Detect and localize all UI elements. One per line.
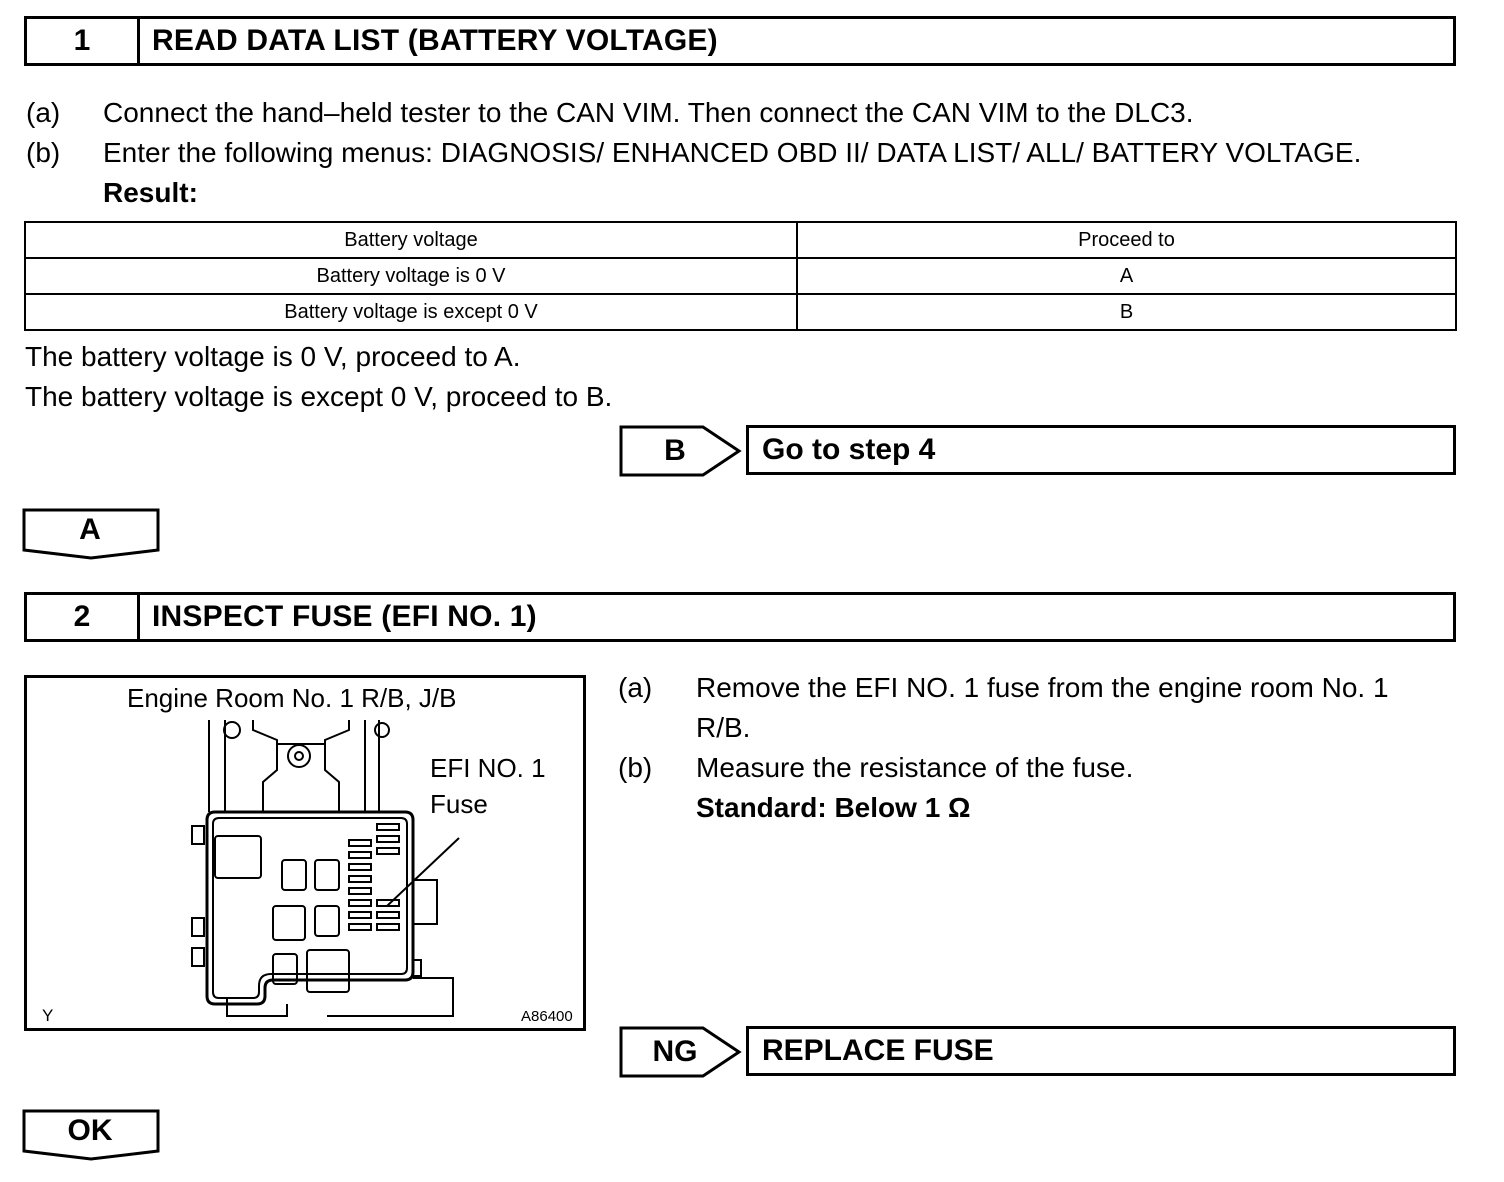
step-1-item-b-text: Enter the following menus: DIAGNOSIS/ EN… <box>103 137 1362 168</box>
branch-ng-tag: NG <box>619 1026 743 1078</box>
replace-fuse-box: REPLACE FUSE <box>746 1026 1456 1076</box>
step-1-item-a-marker: (a) <box>26 97 61 128</box>
fuse-callout-line1: EFI NO. 1 <box>430 753 546 783</box>
continue-a-label: A <box>79 513 101 546</box>
branch-ng-label: NG <box>652 1035 698 1068</box>
table-cell: B <box>796 293 1457 331</box>
branch-b-label: B <box>664 434 686 467</box>
result-label: Result: <box>103 177 198 208</box>
right-arrow-icon <box>619 1026 742 1078</box>
branch-b-tag: B <box>619 425 743 477</box>
step-2-item-a-marker: (a) <box>618 672 653 703</box>
step-2-item-b-marker: (b) <box>618 752 653 783</box>
step-2-item-a-line1: Remove the EFI NO. 1 fuse from the engin… <box>696 672 1389 703</box>
figure-caption: Engine Room No. 1 R/B, J/B <box>127 683 457 713</box>
step-1-header: 1 READ DATA LIST (BATTERY VOLTAGE) <box>24 16 1456 66</box>
step-2-header: 2 INSPECT FUSE (EFI NO. 1) <box>24 592 1456 642</box>
step-1-item-b-marker: (b) <box>26 137 61 168</box>
step-2-item-a-line2: R/B. <box>696 712 751 743</box>
fuse-callout-line2: Fuse <box>430 789 488 819</box>
table-row: Battery voltage is except 0 V B <box>24 293 1457 331</box>
figure-id: A86400 <box>521 1008 573 1025</box>
continue-a-tag: A <box>22 508 162 560</box>
fuse-location-figure: Engine Room No. 1 R/B, J/B <box>24 675 586 1031</box>
table-row: Battery voltage is 0 V A <box>24 257 1457 295</box>
relay-block-illustration <box>191 720 460 1017</box>
table-cell: A <box>796 257 1457 295</box>
continue-ok-tag: OK <box>22 1109 162 1161</box>
step-1-item-a-text: Connect the hand–held tester to the CAN … <box>103 97 1194 128</box>
step-1-title: READ DATA LIST (BATTERY VOLTAGE) <box>152 24 718 57</box>
table-cell: Battery voltage is except 0 V <box>24 293 798 331</box>
down-arrow-icon <box>22 1109 160 1161</box>
table-cell: Battery voltage is 0 V <box>24 257 798 295</box>
step-2-number: 2 <box>27 595 140 639</box>
table-header-row: Battery voltage Proceed to <box>24 221 1457 259</box>
step-2-title: INSPECT FUSE (EFI NO. 1) <box>152 600 537 633</box>
note-b: The battery voltage is except 0 V, proce… <box>25 381 613 412</box>
table-header-battery-voltage: Battery voltage <box>24 221 798 259</box>
down-arrow-icon <box>22 508 160 560</box>
right-arrow-icon <box>619 425 742 477</box>
step-2-item-b-line1: Measure the resistance of the fuse. <box>696 752 1134 783</box>
step-1-number: 1 <box>27 19 140 63</box>
table-header-proceed-to: Proceed to <box>796 221 1457 259</box>
go-to-step-4-box: Go to step 4 <box>746 425 1456 475</box>
continue-ok-label: OK <box>67 1114 113 1147</box>
standard-value: Standard: Below 1 Ω <box>696 792 971 823</box>
figure-corner-label: Y <box>42 1006 54 1025</box>
result-table: Battery voltage Proceed to Battery volta… <box>24 221 1457 331</box>
note-a: The battery voltage is 0 V, proceed to A… <box>25 341 521 372</box>
